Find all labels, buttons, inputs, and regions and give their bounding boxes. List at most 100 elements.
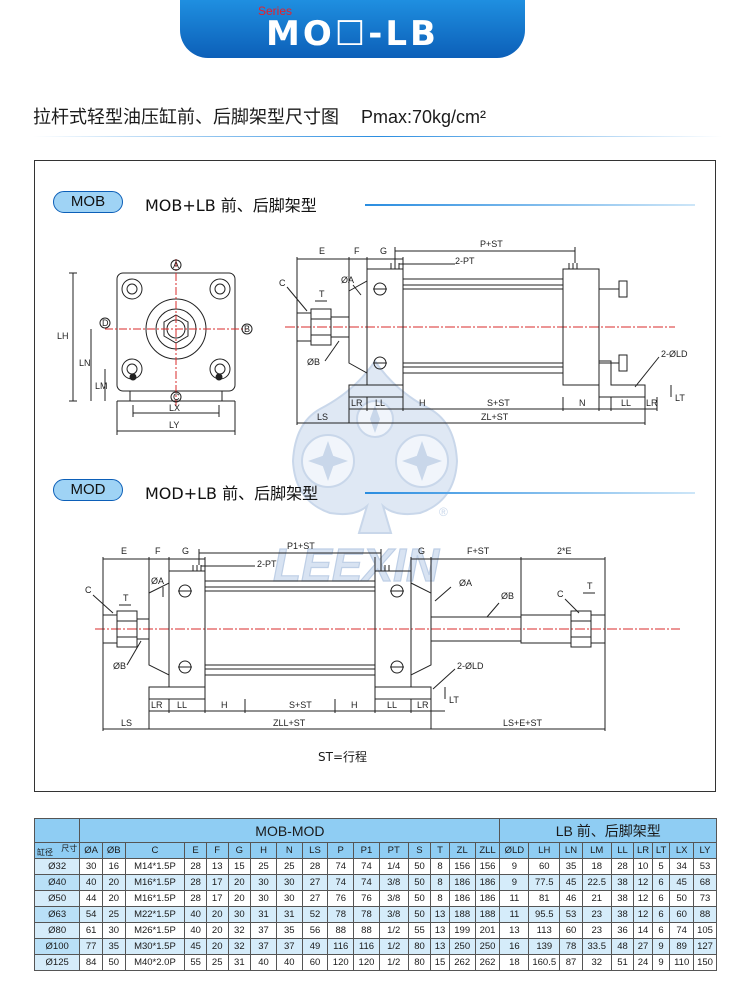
col-header: ØA — [79, 842, 103, 859]
table-cell: 31 — [275, 906, 303, 923]
svg-text:G: G — [182, 546, 189, 556]
table-cell: 30 — [250, 874, 277, 891]
table-cell: 20 — [205, 938, 229, 955]
table-cell: 31 — [227, 954, 252, 971]
table-cell: 60 — [559, 922, 583, 939]
table-cell: 36 — [610, 922, 635, 939]
table-cell: 1/2 — [378, 954, 409, 971]
svg-text:LS+E+ST: LS+E+ST — [503, 718, 543, 728]
table-cell: 188 — [448, 906, 476, 923]
table-cell: 6 — [651, 874, 671, 891]
mod-section-title: MOD+LB 前、后脚架型 — [145, 484, 319, 503]
title-divider — [33, 136, 723, 137]
stroke-note: ST=行程 — [318, 750, 368, 764]
table-cell: 25 — [250, 858, 277, 875]
mod-section-rule — [365, 492, 695, 494]
bore-cell: Ø63 — [33, 906, 81, 923]
table-cell: M22*1.5P — [124, 906, 186, 923]
table-cell: 60 — [528, 858, 561, 875]
table-cell: 27 — [633, 938, 653, 955]
table-cell: 9 — [651, 954, 671, 971]
table-cell: 45 — [559, 874, 583, 891]
table-cell: 35 — [275, 922, 303, 939]
table-cell: 14 — [633, 922, 653, 939]
table-cell: 120 — [353, 954, 380, 971]
table-cell: 21 — [581, 890, 612, 907]
svg-text:F+ST: F+ST — [467, 546, 490, 556]
table-cell: 11 — [499, 890, 530, 907]
mob-side-view: E F G P+ST 2-PT C T ØA ØB 2-ØLD LR LL H … — [279, 239, 688, 425]
col-header: ØLD — [499, 842, 530, 859]
table-cell: 80 — [407, 954, 432, 971]
table-cell: 160.5 — [528, 954, 561, 971]
technical-drawing: ® LEEXIN A D B C LH LN LM LX — [57, 239, 688, 731]
table-cell: 10 — [633, 858, 653, 875]
table-corner — [33, 818, 81, 843]
mob-section-title: MOB+LB 前、后脚架型 — [145, 196, 317, 215]
table-cell: 78 — [327, 906, 355, 923]
table-cell: 3/8 — [378, 890, 409, 907]
table-cell: 8 — [430, 858, 450, 875]
svg-text:T: T — [319, 289, 325, 299]
svg-text:LH: LH — [57, 331, 69, 341]
svg-text:LL: LL — [621, 398, 631, 408]
group-mob-mod: MOB-MOD — [79, 818, 501, 843]
table-cell: 30 — [275, 890, 303, 907]
svg-text:LX: LX — [169, 403, 180, 413]
table-cell: 120 — [327, 954, 355, 971]
table-cell: 40 — [79, 874, 103, 891]
table-cell: 38 — [610, 890, 635, 907]
table-cell: 27 — [301, 890, 329, 907]
table-cell: 5 — [651, 858, 671, 875]
table-cell: 105 — [693, 922, 717, 939]
drawing-frame: ® LEEXIN A D B C LH LN LM LX — [34, 160, 716, 792]
svg-text:H: H — [221, 700, 228, 710]
table-cell: M30*1.5P — [124, 938, 186, 955]
svg-text:H: H — [351, 700, 358, 710]
table-cell: 40 — [275, 954, 303, 971]
table-cell: 262 — [448, 954, 476, 971]
table-cell: 50 — [407, 890, 432, 907]
table-cell: 37 — [275, 938, 303, 955]
table-cell: 11 — [499, 906, 530, 923]
table-cell: 18 — [499, 954, 530, 971]
col-header: P1 — [353, 842, 380, 859]
table-cell: 20 — [227, 874, 252, 891]
svg-text:LS: LS — [121, 718, 132, 728]
table-cell: 12 — [633, 874, 653, 891]
svg-text:C: C — [279, 278, 286, 288]
table-cell: 6 — [651, 906, 671, 923]
table-cell: 116 — [327, 938, 355, 955]
table-cell: 20 — [101, 874, 126, 891]
table-cell: 9 — [499, 874, 530, 891]
leexin-watermark: ® LEEXIN — [272, 359, 459, 592]
table-cell: 73 — [693, 890, 717, 907]
table-cell: 13 — [430, 938, 450, 955]
table-cell: 38 — [610, 906, 635, 923]
table-cell: 78 — [353, 906, 380, 923]
table-cell: 68 — [693, 874, 717, 891]
svg-text:P+ST: P+ST — [480, 239, 503, 249]
svg-text:LS: LS — [317, 412, 328, 422]
svg-text:F: F — [155, 546, 161, 556]
table-cell: 40 — [184, 906, 207, 923]
col-header: ZL — [448, 842, 476, 859]
table-cell: 22.5 — [581, 874, 612, 891]
svg-text:F: F — [354, 246, 360, 256]
table-cell: 8 — [430, 890, 450, 907]
svg-text:ØA: ØA — [151, 576, 164, 586]
bore-cell: Ø100 — [33, 938, 81, 955]
table-cell: 250 — [448, 938, 476, 955]
col-header: F — [205, 842, 229, 859]
table-cell: 28 — [610, 858, 635, 875]
svg-text:2-ØLD: 2-ØLD — [457, 661, 484, 671]
svg-text:LT: LT — [675, 393, 685, 403]
svg-text:ØA: ØA — [459, 578, 472, 588]
table-cell: M26*1.5P — [124, 922, 186, 939]
registered-mark: ® — [439, 505, 448, 519]
svg-text:LN: LN — [79, 358, 91, 368]
table-cell: 32 — [227, 922, 252, 939]
